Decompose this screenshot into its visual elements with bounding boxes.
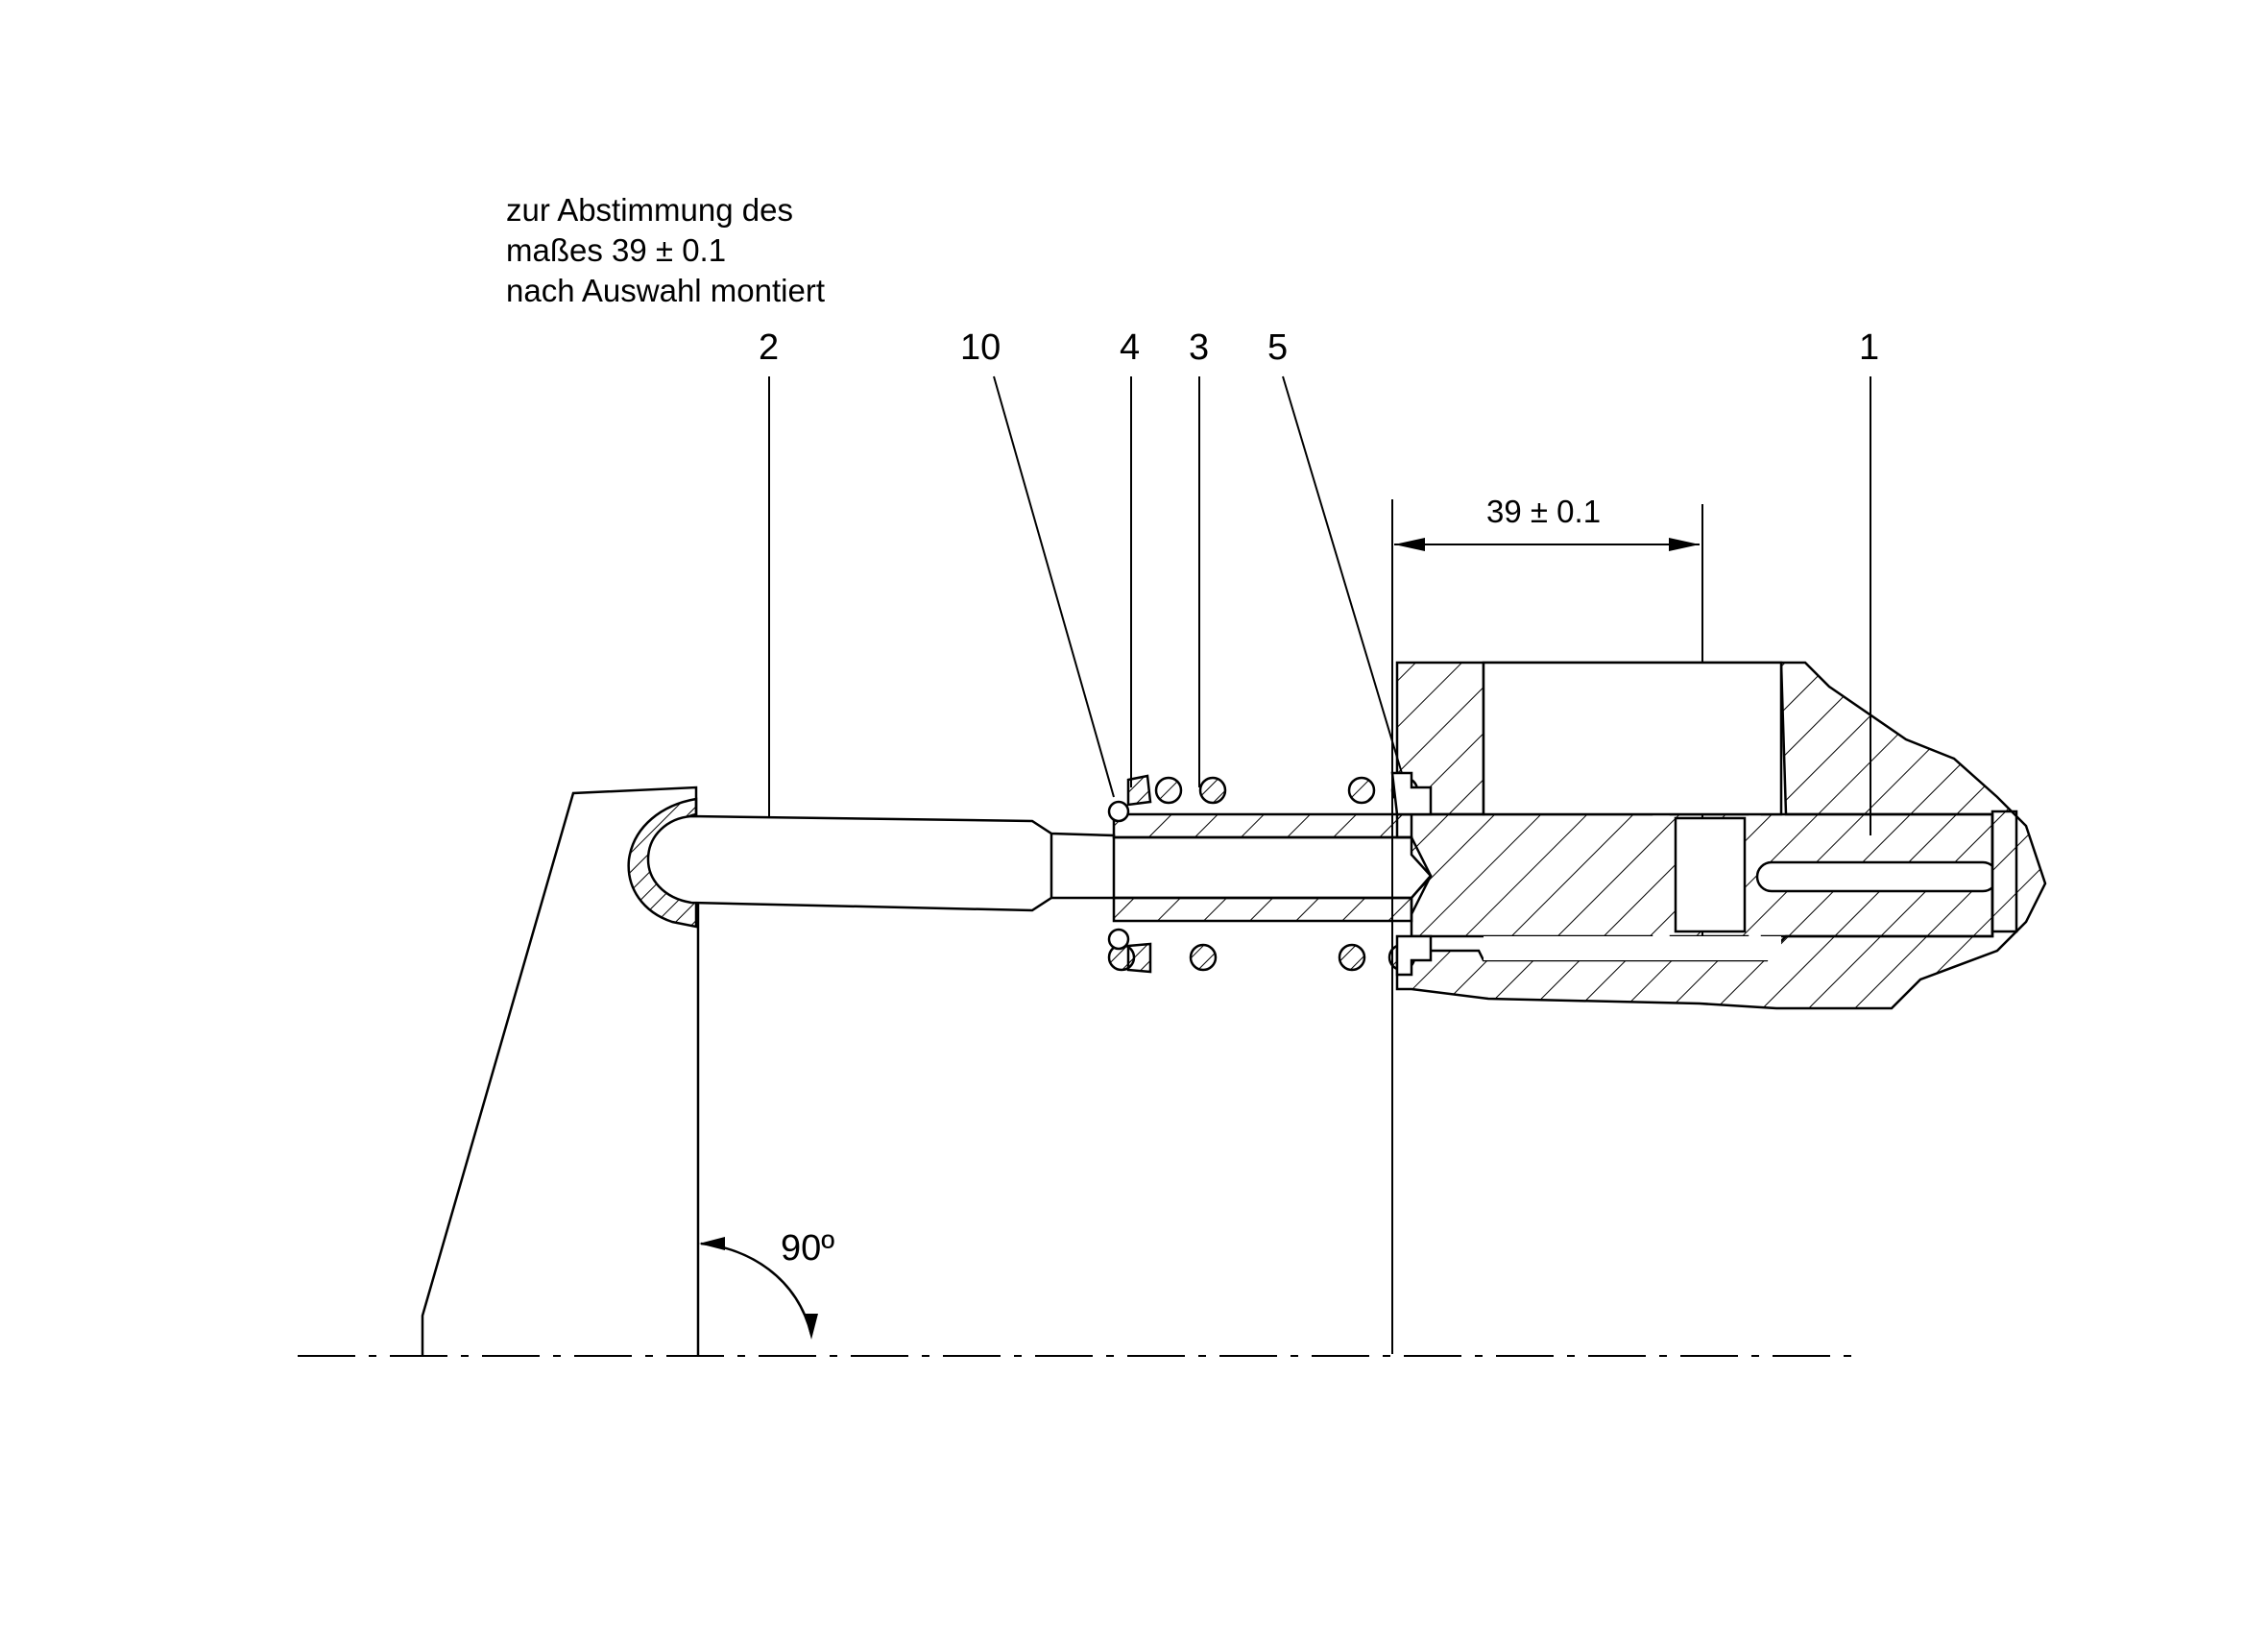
pin-part-2 — [646, 814, 1116, 912]
dimension-39: 39 ± 0.1 — [1391, 494, 1703, 1354]
callout-4: 4 — [1120, 327, 1140, 368]
callout-2: 2 — [759, 327, 779, 368]
selection-note: zur Abstimmung des maßes 39 ± 0.1 nach A… — [506, 192, 825, 308]
shaft-neck — [1674, 816, 1747, 933]
angle-mark: 90º — [699, 1228, 834, 1340]
dimension-arrow-right — [1669, 538, 1700, 551]
ball-part-10 — [1107, 800, 1130, 823]
ball-part-10-lower — [1107, 928, 1130, 951]
note-value: maßes 39 — [506, 232, 656, 268]
shaft-bore — [1755, 860, 1999, 893]
dimension-text: 39 ± 0.1 — [1486, 494, 1601, 529]
callout-10: 10 — [960, 327, 1001, 368]
note-tolerance: 0.1 — [673, 232, 726, 268]
retaining-ring-part-4 — [1126, 774, 1152, 974]
note-line-1: zur Abstimmung des — [506, 192, 793, 228]
leader-lines — [768, 375, 1871, 835]
callout-3: 3 — [1189, 327, 1209, 368]
callout-5: 5 — [1267, 327, 1288, 368]
cone-tip — [1410, 836, 1433, 915]
dimension-tolerance: 0.1 — [1548, 494, 1601, 529]
callout-1: 1 — [1859, 327, 1879, 368]
seal-part-5 — [1390, 771, 1433, 816]
note-plus-minus: ± — [656, 232, 673, 268]
left-housing-outline — [421, 786, 700, 1356]
dimension-plus-minus: ± — [1531, 494, 1548, 529]
leader-5 — [1282, 375, 1411, 800]
dimension-arrow-left — [1394, 538, 1425, 551]
note-line-3: nach Auswahl montiert — [506, 273, 825, 308]
note-line-2: maßes 39 ± 0.1 — [506, 232, 726, 268]
spring-part-3 — [1107, 776, 1419, 972]
angle-label: 90º — [781, 1228, 834, 1269]
leader-10 — [993, 375, 1115, 798]
bushing-section — [1112, 812, 1413, 923]
dimension-value: 39 — [1486, 494, 1531, 529]
housing-window — [1482, 661, 1783, 816]
seal-part-5-lower — [1395, 934, 1433, 977]
